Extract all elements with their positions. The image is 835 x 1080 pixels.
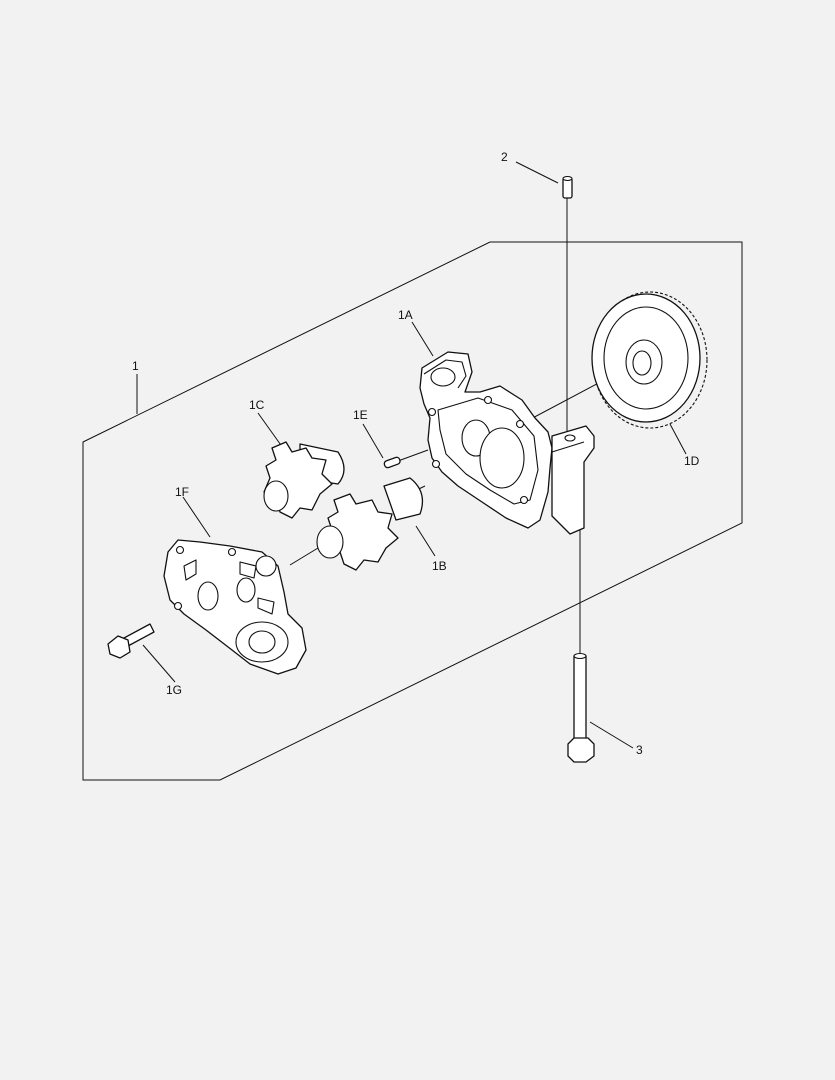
label-assembly: 1 bbox=[132, 359, 139, 373]
long-bolt bbox=[567, 652, 595, 763]
label-gear: 1D bbox=[684, 454, 700, 468]
label-driven-rotor: 1C bbox=[249, 398, 265, 412]
label-pump-body: 1A bbox=[398, 308, 413, 322]
label-long-bolt: 3 bbox=[636, 743, 643, 757]
assembly-boundary bbox=[82, 241, 743, 781]
label-cover-bolt: 1G bbox=[166, 683, 182, 697]
dowel-pin bbox=[562, 175, 573, 199]
label-cover: 1F bbox=[175, 485, 189, 499]
cover-bolt bbox=[107, 623, 155, 659]
drive-rotor bbox=[316, 477, 424, 571]
label-dowel: 2 bbox=[501, 150, 508, 164]
driven-rotor bbox=[263, 441, 345, 519]
drive-gear bbox=[591, 291, 708, 429]
pump-body bbox=[419, 351, 595, 535]
label-pin: 1E bbox=[353, 408, 368, 422]
label-drive-rotor: 1B bbox=[432, 559, 447, 573]
cover-plate bbox=[163, 539, 307, 675]
small-pin bbox=[383, 456, 401, 469]
leader-lines bbox=[136, 161, 687, 749]
